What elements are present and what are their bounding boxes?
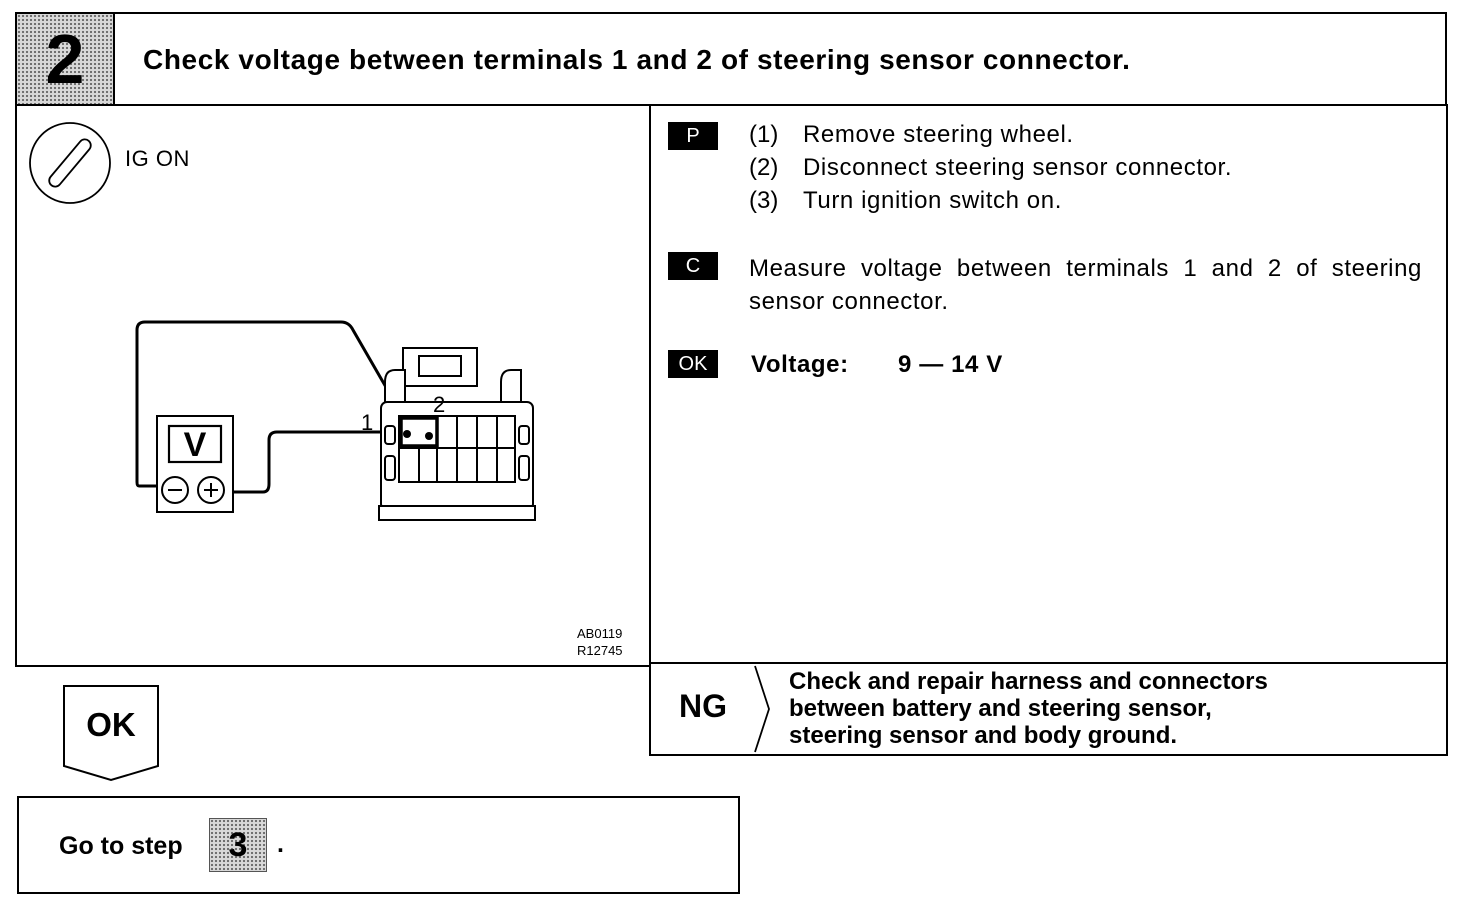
prep-step-text: Disconnect steering sensor connector.: [803, 154, 1233, 181]
ng-action: Check and repair harness and connectors …: [789, 668, 1268, 749]
instructions-panel: P (1) Remove steering wheel. (2) Disconn…: [649, 104, 1448, 664]
terminal-1-label: 1: [361, 410, 373, 435]
step-title: Check voltage between terminals 1 and 2 …: [143, 44, 1131, 75]
voltmeter-symbol: V: [184, 426, 207, 464]
go-to-step-period: .: [277, 830, 284, 858]
voltmeter-icon: [156, 415, 234, 513]
go-to-step-text: Go to step: [59, 832, 183, 860]
ignition-key-icon: [29, 122, 111, 204]
voltmeter-diagram: V 1 2: [135, 320, 536, 521]
ng-label: NG: [679, 688, 727, 724]
ng-panel: NG Check and repair harness and connecto…: [649, 662, 1448, 756]
figure-code: R12745: [577, 643, 623, 658]
ng-action-line: steering sensor and body ground.: [789, 722, 1178, 749]
ng-action-line: between battery and steering sensor,: [789, 695, 1212, 722]
prep-step-number: (2): [749, 154, 779, 181]
prep-step-number: (1): [749, 121, 779, 148]
chevron-right-icon: [754, 665, 770, 753]
check-instruction: Measure voltage between terminals 1 and …: [749, 255, 1422, 315]
check-tag: C: [668, 252, 718, 280]
ok-tag: OK: [668, 350, 718, 378]
step-badge: 2: [17, 14, 115, 104]
ng-action-line: Check and repair harness and connectors: [789, 668, 1268, 695]
next-step-number: 3: [209, 818, 267, 872]
ok-spec-label: Voltage:: [751, 351, 849, 378]
step-number: 2: [45, 20, 85, 98]
figure-panel: IG ON V: [15, 104, 651, 667]
prep-step-number: (3): [749, 187, 779, 214]
prep-step-text: Remove steering wheel.: [803, 121, 1074, 148]
ig-on-label: IG ON: [125, 146, 190, 171]
prep-tag: P: [668, 122, 718, 150]
go-to-step-box: Go to step 3 .: [17, 796, 740, 894]
figure-code: AB0119: [577, 626, 623, 641]
ok-result-label: OK: [86, 706, 136, 743]
terminal-2-label: 2: [433, 392, 445, 417]
steering-sensor-connector: [378, 347, 536, 521]
prep-step-text: Turn ignition switch on.: [803, 187, 1062, 214]
ok-arrow-icon: [63, 685, 159, 782]
ok-spec-value: 9 — 14 V: [898, 351, 1003, 378]
step-header: 2 Check voltage between terminals 1 and …: [15, 12, 1447, 106]
